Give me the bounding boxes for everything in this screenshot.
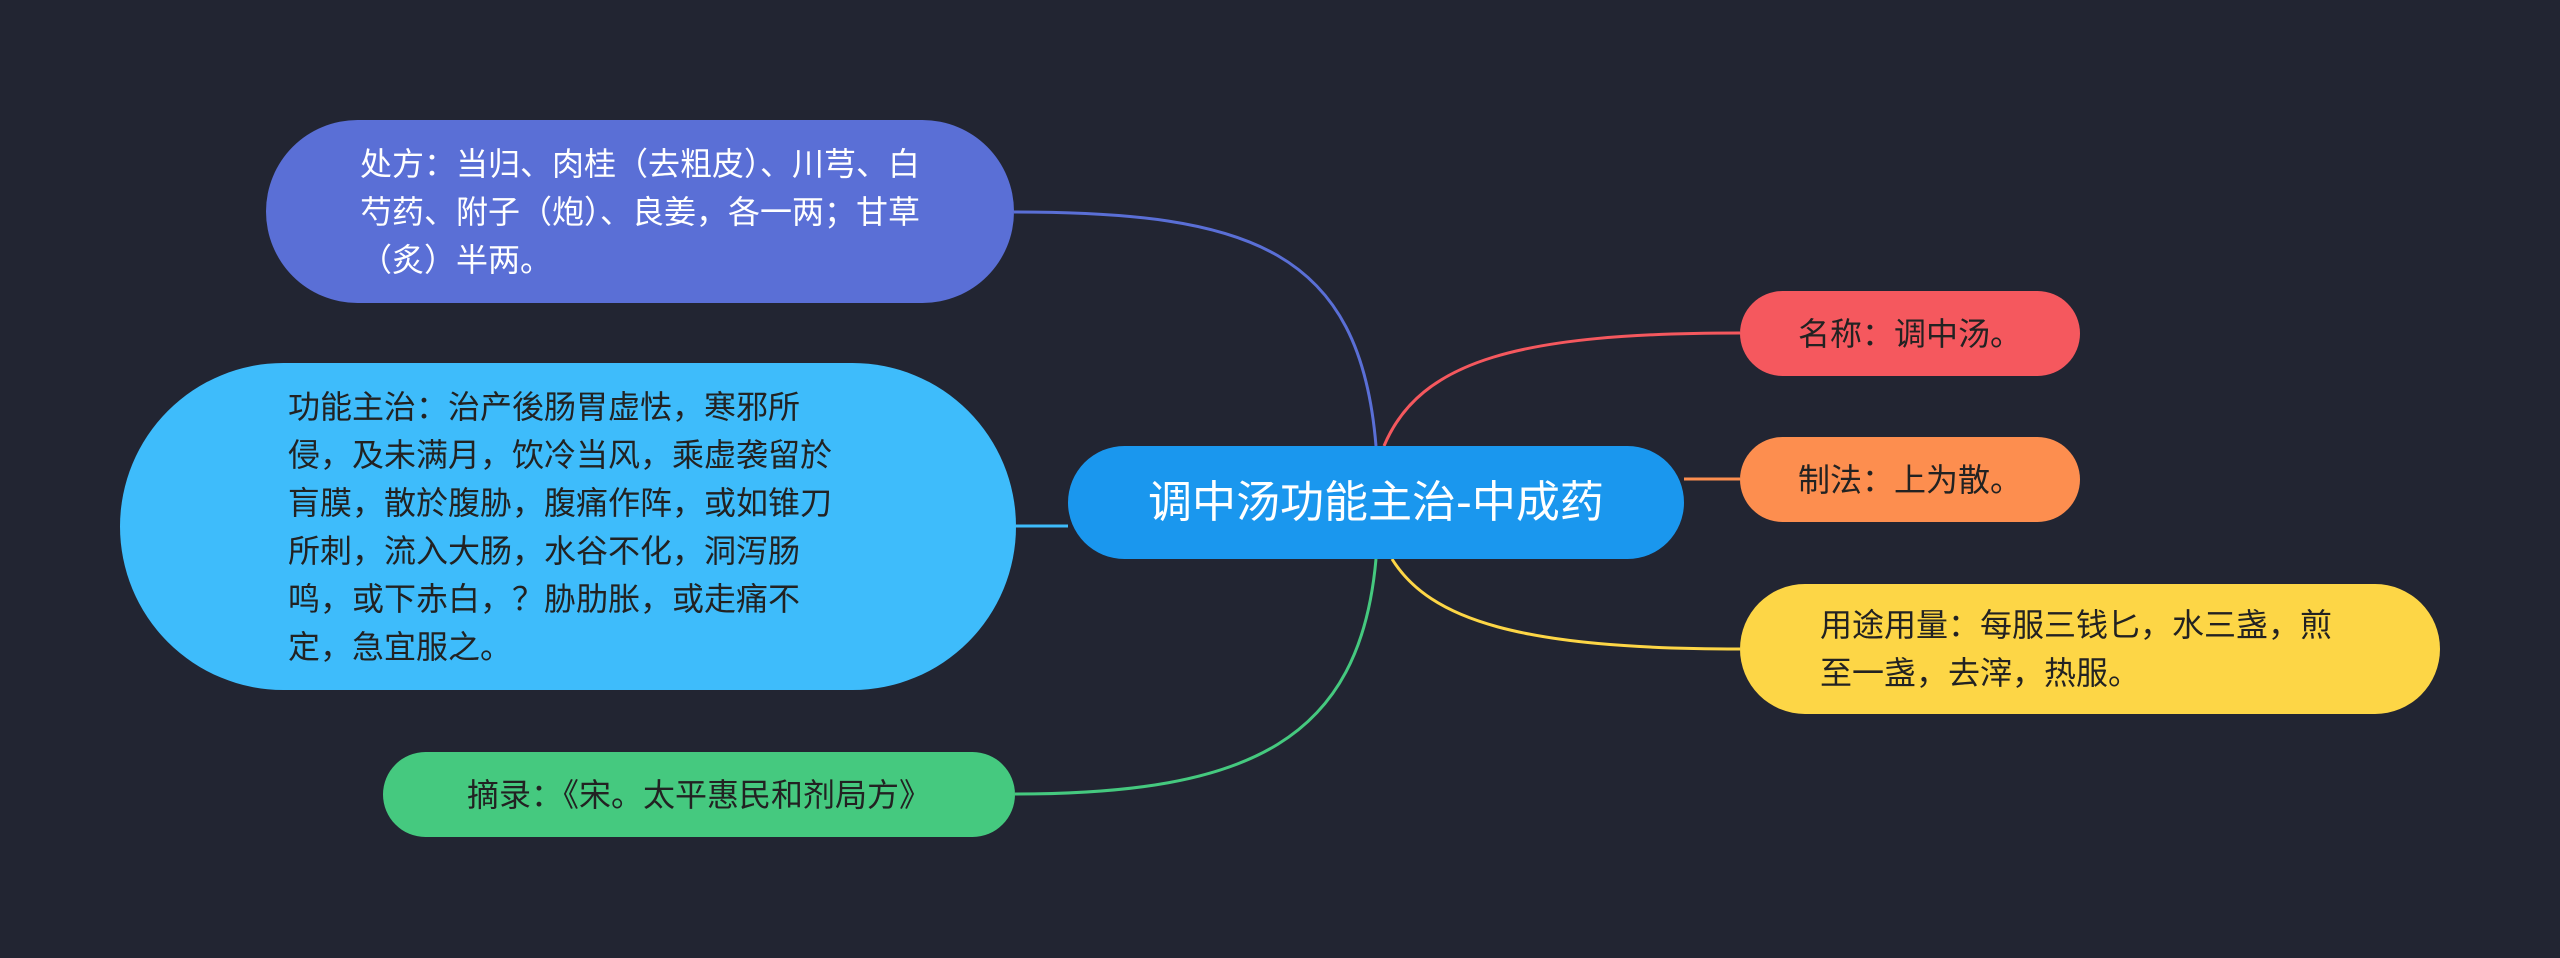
link-excerpt [1014, 558, 1378, 796]
topic-method-text: 制法：上为散。 [1797, 460, 2022, 499]
topic-function[interactable]: 功能主治：治产後肠胃虚怯，寒邪所侵，及未满月，饮冷当风，乘虚袭留於肓膜，散於腹胁… [120, 363, 1016, 690]
topic-excerpt-text: 摘录：《宋。太平惠民和剂局方》 [466, 775, 931, 814]
topic-excerpt[interactable]: 摘录：《宋。太平惠民和剂局方》 [383, 752, 1015, 837]
topic-name-text: 名称：调中汤。 [1797, 314, 2022, 353]
topic-usage-text: 用途用量：每服三钱匕，水三盏，煎至一盏，去滓，热服。 [1820, 606, 2333, 692]
central-topic[interactable]: 调中汤功能主治-中成药 [1068, 446, 1684, 559]
link-usage [1390, 558, 1741, 651]
link-name [1382, 331, 1741, 447]
topic-function-text: 功能主治：治产後肠胃虚怯，寒邪所侵，及未满月，饮冷当风，乘虚袭留於肓膜，散於腹胁… [288, 387, 833, 666]
topic-name[interactable]: 名称：调中汤。 [1740, 291, 2080, 376]
topic-method[interactable]: 制法：上为散。 [1740, 437, 2080, 522]
topic-prescription[interactable]: 处方：当归、肉桂（去粗皮）、川芎、白芍药、附子（炮）、良姜，各一两；甘草（炙）半… [266, 120, 1014, 303]
link-prescription [1013, 210, 1378, 447]
topic-usage[interactable]: 用途用量：每服三钱匕，水三盏，煎至一盏，去滓，热服。 [1740, 584, 2440, 714]
central-topic-label: 调中汤功能主治-中成药 [1148, 476, 1604, 528]
topic-prescription-text: 处方：当归、肉桂（去粗皮）、川芎、白芍药、附子（炮）、良姜，各一两；甘草（炙）半… [360, 144, 921, 279]
